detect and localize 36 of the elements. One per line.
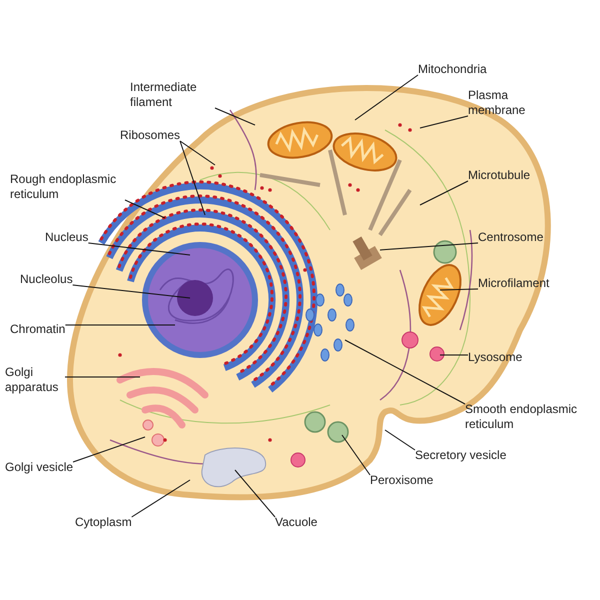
leader-line bbox=[354, 74, 418, 120]
part-label: Golgi apparatus bbox=[5, 365, 65, 395]
leader-line bbox=[420, 116, 468, 128]
leader-line bbox=[72, 284, 190, 298]
part-label: Golgi vesicle bbox=[5, 460, 74, 475]
leader-line bbox=[124, 200, 166, 218]
part-label: Peroxisome bbox=[370, 473, 434, 488]
leader-line bbox=[88, 242, 190, 256]
leader-line bbox=[234, 470, 276, 518]
leader-line bbox=[440, 288, 478, 290]
part-label: Secretory vesicle bbox=[415, 448, 506, 463]
part-label: Cytoplasm bbox=[75, 515, 132, 530]
leader-line bbox=[180, 140, 216, 166]
leader-line bbox=[64, 376, 140, 378]
part-label: Rough endoplasmic reticulum bbox=[10, 172, 125, 202]
leader-line bbox=[384, 430, 416, 450]
part-label: Lysosome bbox=[468, 350, 522, 365]
leader-line bbox=[131, 480, 190, 518]
leader-line bbox=[214, 108, 256, 126]
part-label: Microfilament bbox=[478, 276, 550, 291]
leader-line bbox=[344, 340, 466, 404]
leader-line bbox=[72, 436, 146, 462]
part-label: Nucleus bbox=[45, 230, 88, 245]
part-label: Chromatin bbox=[10, 322, 66, 337]
leader-line bbox=[440, 354, 468, 356]
part-label: Centrosome bbox=[478, 230, 544, 245]
leader-line bbox=[380, 242, 478, 250]
part-label: Ribosomes bbox=[120, 128, 180, 143]
part-label: Microtubule bbox=[468, 168, 530, 183]
leader-line bbox=[420, 180, 468, 206]
part-label: Vacuole bbox=[275, 515, 318, 530]
leader-line bbox=[180, 140, 206, 216]
part-label: Mitochondria bbox=[418, 62, 487, 77]
part-label: Intermediate filament bbox=[130, 80, 215, 110]
part-label: Smooth endoplasmic reticulum bbox=[465, 402, 595, 432]
part-label: Nucleolus bbox=[20, 272, 73, 287]
